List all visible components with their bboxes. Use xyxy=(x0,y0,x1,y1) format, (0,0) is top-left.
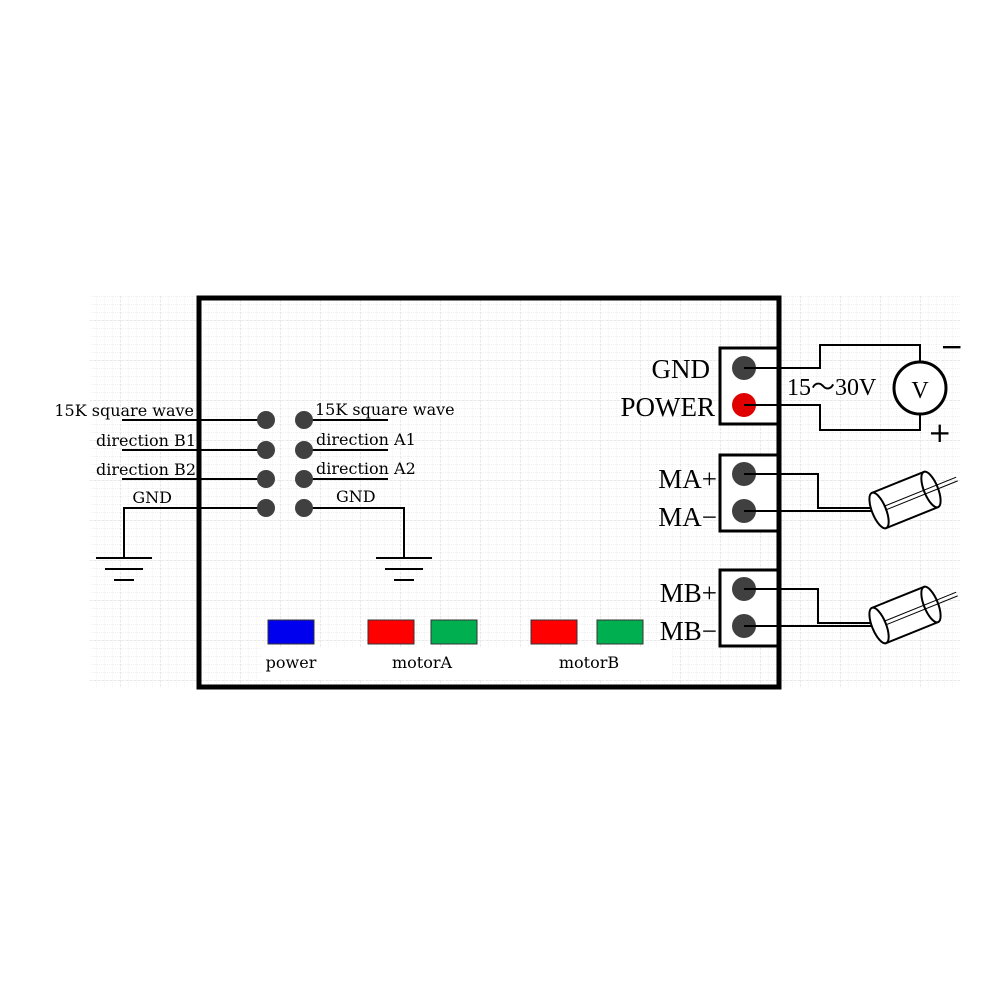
pin-right-label-1: 15K square wave xyxy=(315,400,455,419)
indicator-leds: power motorA motorB xyxy=(266,619,644,672)
motor-a-terminal-block: MA+ MA− xyxy=(658,453,958,533)
minus-sign: − xyxy=(940,330,963,363)
motor-a-led-red xyxy=(367,619,415,645)
pin-left-3[interactable] xyxy=(257,470,275,488)
pin-left-2[interactable] xyxy=(257,441,275,459)
pin-left-label-4: GND xyxy=(132,488,172,507)
motor-a-icon xyxy=(868,470,958,530)
left-pin-column: 15K square wave direction B1 direction B… xyxy=(54,401,275,581)
pin-right-2[interactable] xyxy=(295,441,313,459)
motor-b-led-green xyxy=(596,619,644,645)
pin-left-label-2: direction B1 xyxy=(96,431,196,450)
pin-left-label-1: 15K square wave xyxy=(54,401,194,420)
ground-symbol-left xyxy=(96,557,152,581)
pin-right-label-4: GND xyxy=(336,487,376,506)
right-pin-column: 15K square wave direction A1 direction A… xyxy=(295,400,455,581)
motor-a-led-label: motorA xyxy=(392,653,453,672)
voltage-range-label: 15～30V xyxy=(787,375,877,401)
motor-b-terminal-block: MB+ MB− xyxy=(660,568,958,648)
pin-left-4[interactable] xyxy=(257,499,275,517)
pin-right-4[interactable] xyxy=(295,499,313,517)
voltmeter-icon xyxy=(892,360,948,416)
voltmeter-label: V xyxy=(911,378,929,404)
power-terminal-block: GND POWER V 15～30V − + xyxy=(621,330,964,449)
gnd-terminal-label: GND xyxy=(652,354,711,384)
power-led-label: power xyxy=(266,653,317,672)
power-led xyxy=(267,619,315,645)
power-terminal-label: POWER xyxy=(621,392,716,422)
motor-b-icon xyxy=(868,585,958,645)
pin-right-label-2: direction A1 xyxy=(316,430,416,449)
pin-left-1[interactable] xyxy=(257,411,275,429)
motor-a-led-green xyxy=(430,619,478,645)
ground-symbol-right xyxy=(376,557,432,581)
pin-left-label-3: direction B2 xyxy=(96,460,196,479)
plus-sign: + xyxy=(928,416,951,449)
ma-minus-label: MA− xyxy=(658,502,717,532)
pin-right-1[interactable] xyxy=(295,411,313,429)
pin-right-label-3: direction A2 xyxy=(316,459,416,478)
pin-right-3[interactable] xyxy=(295,470,313,488)
ma-plus-label: MA+ xyxy=(658,464,717,494)
mb-plus-label: MB+ xyxy=(660,578,717,608)
motor-b-led-label: motorB xyxy=(559,653,619,672)
grid-background xyxy=(90,296,960,688)
motor-b-led-red xyxy=(530,619,578,645)
indicator-label-strip xyxy=(262,648,672,680)
mb-minus-label: MB− xyxy=(660,616,717,646)
